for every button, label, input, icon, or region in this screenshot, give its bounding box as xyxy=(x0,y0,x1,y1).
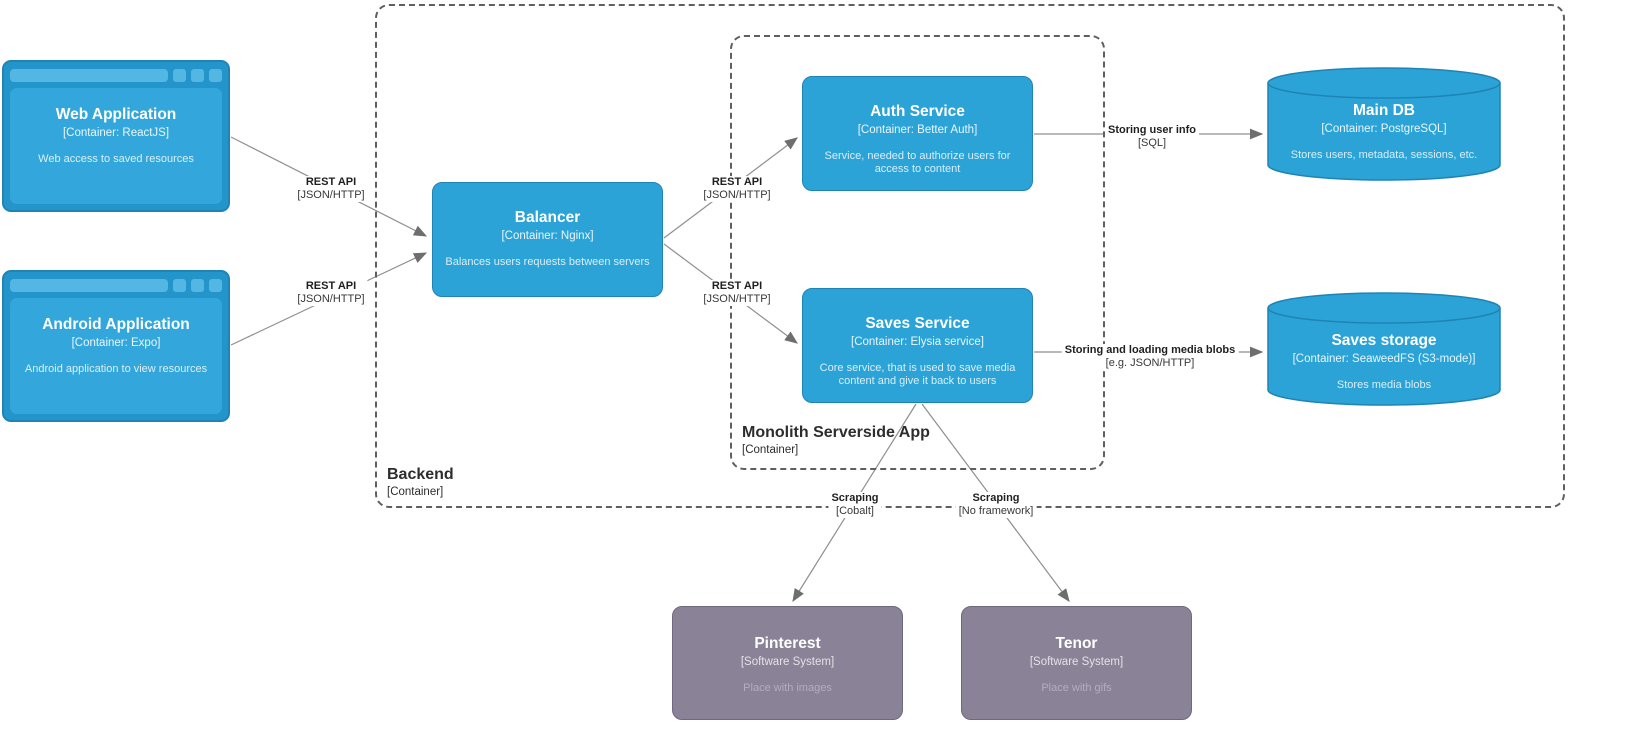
edge-label-text: REST API xyxy=(711,176,763,189)
edge-label-saves-blobstore: Storing and loading media blobs [e.g. JS… xyxy=(1061,344,1239,370)
edge-label-tech: [JSON/HTTP] xyxy=(703,189,771,201)
node-saves-service: Saves Service [Container: Elysia service… xyxy=(802,288,1033,403)
node-web-application: Web Application [Container: ReactJS] Web… xyxy=(2,60,230,212)
node-description: Balances users requests between servers xyxy=(445,255,650,268)
node-tenor: Tenor [Software System] Place with gifs xyxy=(961,606,1192,720)
browser-button-icon xyxy=(209,279,222,292)
edge-label-saves-pinterest: Scraping [Cobalt] xyxy=(828,492,882,518)
edge-label-text: REST API xyxy=(305,176,357,189)
database-cylinder-savesstorage xyxy=(1267,292,1501,406)
edge-label-auth-maindb: Storing user info [SQL] xyxy=(1105,124,1199,150)
browser-address-bar xyxy=(10,69,168,82)
boundary-monolith: Monolith Serverside App [Container] xyxy=(730,35,1105,470)
browser-button-icon xyxy=(191,279,204,292)
node-title: Main DB xyxy=(1353,102,1415,119)
browser-button-icon xyxy=(209,69,222,82)
node-web-application-body: Web Application [Container: ReactJS] Web… xyxy=(10,88,222,204)
node-balancer: Balancer [Container: Nginx] Balances use… xyxy=(432,182,663,297)
edge-label-balancer-saves: REST API [JSON/HTTP] xyxy=(700,280,774,306)
node-title: Tenor xyxy=(1055,635,1098,652)
edge-label-web-balancer: REST API [JSON/HTTP] xyxy=(294,176,368,202)
node-title: Web Application xyxy=(55,106,177,123)
node-description: Web access to saved resources xyxy=(38,152,194,165)
browser-chrome-bar xyxy=(10,278,222,293)
node-pinterest: Pinterest [Software System] Place with i… xyxy=(672,606,903,720)
edge-label-tech: [No framework] xyxy=(958,505,1034,517)
node-description: Service, needed to authorize users for a… xyxy=(824,149,1011,175)
edge-label-text: Scraping xyxy=(972,492,1020,505)
node-title: Saves Service xyxy=(865,315,970,332)
node-subtitle: [Container: ReactJS] xyxy=(62,126,170,139)
edge-label-tech: [JSON/HTTP] xyxy=(297,293,365,305)
edge-label-tech: [SQL] xyxy=(1137,137,1167,149)
edge-label-text: Scraping xyxy=(831,492,879,505)
browser-button-icon xyxy=(173,279,186,292)
boundary-monolith-label: Monolith Serverside App [Container] xyxy=(742,424,930,456)
node-subtitle: [Container: Nginx] xyxy=(501,229,594,242)
node-android-application: Android Application [Container: Expo] An… xyxy=(2,270,230,422)
node-subtitle: [Container: Elysia service] xyxy=(851,335,984,348)
edge-label-tech: [Cobalt] xyxy=(836,505,874,517)
boundary-monolith-title: Monolith Serverside App xyxy=(742,424,930,441)
node-description: Place with images xyxy=(743,681,832,694)
node-subtitle: [Container: Better Auth] xyxy=(857,123,978,136)
node-android-application-body: Android Application [Container: Expo] An… xyxy=(10,298,222,414)
browser-button-icon xyxy=(191,69,204,82)
node-subtitle: [Software System] xyxy=(740,655,835,668)
edge-label-tech: [JSON/HTTP] xyxy=(297,189,365,201)
node-title: Balancer xyxy=(514,209,581,226)
node-description: Android application to view resources xyxy=(24,362,208,375)
node-title: Android Application xyxy=(42,316,190,333)
node-subtitle: [Software System] xyxy=(1029,655,1124,668)
node-description: Stores users, metadata, sessions, etc. xyxy=(1290,148,1478,161)
boundary-backend-label: Backend [Container] xyxy=(387,466,454,498)
node-title: Pinterest xyxy=(754,635,821,652)
node-title: Saves storage xyxy=(1331,332,1437,349)
node-subtitle: [Container: PostgreSQL] xyxy=(1321,122,1447,135)
node-subtitle: [Container: SeaweedFS (S3-mode)] xyxy=(1292,352,1476,365)
boundary-backend-title: Backend xyxy=(387,466,454,483)
database-cylinder-maindb xyxy=(1267,67,1501,181)
boundary-backend-type: [Container] xyxy=(387,486,444,498)
edge-label-tech: [e.g. JSON/HTTP] xyxy=(1105,357,1195,369)
node-description: Stores media blobs xyxy=(1336,378,1432,391)
browser-chrome-bar xyxy=(10,68,222,83)
edge-label-text: Storing and loading media blobs xyxy=(1064,344,1236,357)
edge-label-text: Storing user info xyxy=(1108,124,1196,137)
edge-label-android-balancer: REST API [JSON/HTTP] xyxy=(294,280,368,306)
edge-label-tech: [JSON/HTTP] xyxy=(703,293,771,305)
node-description: Core service, that is used to save media… xyxy=(819,361,1016,387)
node-auth-service: Auth Service [Container: Better Auth] Se… xyxy=(802,76,1033,191)
node-main-db: Main DB [Container: PostgreSQL] Stores u… xyxy=(1268,102,1500,162)
edge-label-text: REST API xyxy=(305,280,357,293)
edge-label-balancer-auth: REST API [JSON/HTTP] xyxy=(700,176,774,202)
browser-button-icon xyxy=(173,69,186,82)
node-saves-storage: Saves storage [Container: SeaweedFS (S3-… xyxy=(1268,332,1500,392)
boundary-monolith-type: [Container] xyxy=(742,444,799,456)
edge-label-saves-tenor: Scraping [No framework] xyxy=(955,492,1037,518)
edge-label-text: REST API xyxy=(711,280,763,293)
node-subtitle: [Container: Expo] xyxy=(71,336,161,349)
node-title: Auth Service xyxy=(870,103,965,120)
browser-address-bar xyxy=(10,279,168,292)
node-description: Place with gifs xyxy=(1041,681,1112,694)
